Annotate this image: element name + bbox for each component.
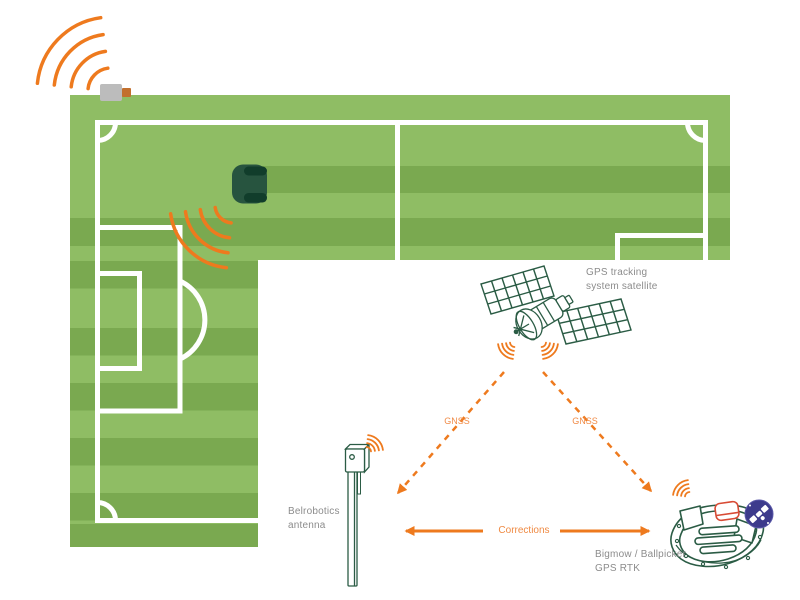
satellite-label-line1: GPS tracking	[586, 267, 648, 278]
mower-label: Bigmow / Ballpicker GPS RTK	[595, 548, 686, 575]
signal-fan-icon	[497, 341, 516, 360]
mower-label-line2: GPS RTK	[595, 562, 641, 574]
antenna-label-line2: antenna	[288, 519, 326, 531]
gps-denied-badge-icon	[744, 499, 774, 529]
antenna-label: Belrobotics antenna	[288, 505, 340, 532]
penalty-arc	[178, 278, 208, 362]
gps-satellite-icon	[480, 265, 632, 345]
field-left-column	[70, 260, 258, 547]
satellite-label: GPS tracking system satellite	[586, 266, 658, 293]
corner-arc	[685, 122, 706, 143]
signal-fan-icon	[540, 341, 559, 360]
pitch-lines	[95, 120, 708, 523]
mower-label-line1: Bigmow / Ballpicker	[595, 549, 687, 560]
rtk-base-station-icon	[100, 84, 131, 101]
satellite-label-line2: system satellite	[586, 280, 658, 292]
belrobotics-antenna-icon	[343, 442, 371, 587]
signal-fan-icon	[365, 434, 384, 453]
gps-cap	[714, 500, 740, 522]
signal-arcs-icon	[168, 205, 233, 270]
corner-arc	[97, 122, 118, 143]
signal-fan-icon	[672, 479, 691, 498]
bigmow-ballpicker-icon	[670, 500, 765, 570]
signal-arcs-icon	[35, 15, 110, 91]
corner-arc	[97, 500, 118, 521]
gnss-label-right: GNSS	[572, 416, 598, 426]
mowed-track	[250, 166, 730, 193]
corrections-label: Corrections	[498, 525, 550, 536]
gnss-label-left: GNSS	[444, 416, 470, 426]
gnss-arrows	[397, 371, 653, 495]
antenna-label-line1: Belrobotics	[288, 506, 340, 517]
robot-mower-top-icon	[232, 164, 267, 204]
penalty-box	[615, 233, 706, 260]
gnss-arrow-left	[397, 371, 505, 495]
penalty-box	[97, 225, 183, 414]
gnss-arrow-right	[542, 371, 653, 493]
field-stripe	[70, 524, 258, 547]
goal-box	[97, 271, 142, 371]
